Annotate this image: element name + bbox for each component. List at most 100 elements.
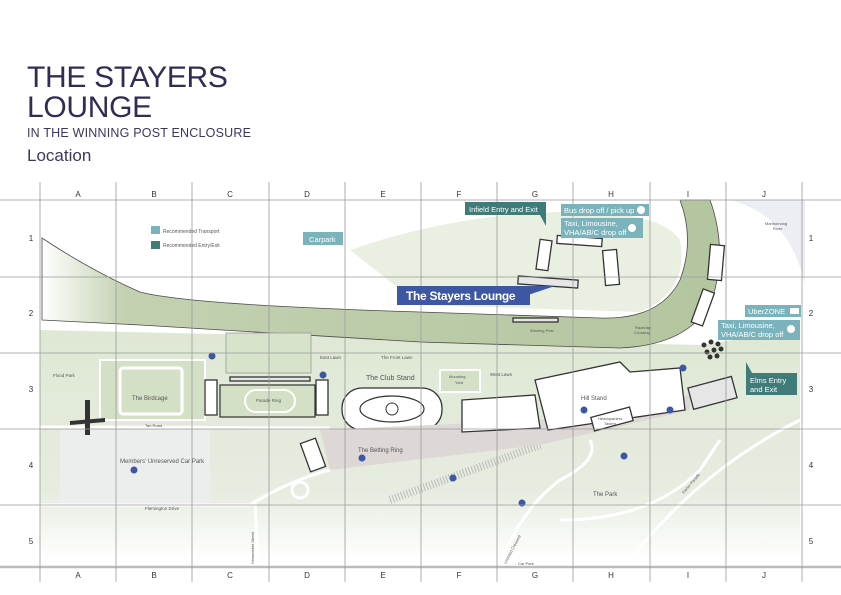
row-labels-right: 1 2 3 4 5 <box>809 234 814 546</box>
svg-text:The Birdcage: The Birdcage <box>132 396 168 402</box>
svg-text:2: 2 <box>809 309 814 318</box>
svg-text:Flemington Drive: Flemington Drive <box>145 506 180 511</box>
wheelchair-icon <box>580 406 588 414</box>
svg-text:D: D <box>304 571 310 580</box>
svg-text:D: D <box>304 190 310 199</box>
svg-text:Headquarters: Headquarters <box>598 416 622 421</box>
title-line-1: THE STAYERS <box>27 61 228 94</box>
building-parade-stalls <box>315 379 329 416</box>
svg-text:H: H <box>608 190 614 199</box>
svg-text:J: J <box>762 571 766 580</box>
svg-text:Maribyrnong: Maribyrnong <box>765 221 787 226</box>
river-bank <box>730 200 805 285</box>
svg-text:Bus drop off / pick up: Bus drop off / pick up <box>564 206 634 215</box>
svg-text:Crossing: Crossing <box>634 330 650 335</box>
svg-text:1: 1 <box>29 234 34 243</box>
parade-ring <box>244 389 296 413</box>
svg-text:3: 3 <box>809 385 814 394</box>
column-labels-top: A B C D E F G H I J <box>75 190 766 199</box>
callout-elms-entry: Elms Entry and Exit <box>746 362 797 395</box>
grid-lines <box>0 182 841 582</box>
road-fisher <box>628 418 801 561</box>
svg-text:G: G <box>532 571 538 580</box>
svg-text:Taxi, Limousine,: Taxi, Limousine, <box>721 321 775 330</box>
callout-infield-entry: Infield Entry and Exit <box>465 202 546 226</box>
stayers-lounge-marquee <box>517 275 579 289</box>
wheelchair-icon <box>319 371 327 379</box>
svg-text:Yard: Yard <box>455 380 463 385</box>
wheelchair-icon <box>449 474 457 482</box>
svg-text:Raceday: Raceday <box>635 325 651 330</box>
taxi-icon <box>787 325 795 333</box>
svg-text:Parade Ring: Parade Ring <box>256 398 282 403</box>
building-birdcage-stalls <box>204 379 218 416</box>
wheelchair-icon <box>679 364 687 372</box>
svg-text:B: B <box>151 571 156 580</box>
svg-text:J: J <box>762 190 766 199</box>
uber-icon <box>790 308 799 314</box>
marquee-4 <box>706 243 726 282</box>
winning-post-structure <box>512 317 559 323</box>
svg-text:4: 4 <box>29 461 34 470</box>
svg-text:The Park: The Park <box>593 492 618 498</box>
svg-text:E: E <box>380 190 385 199</box>
svg-text:and Exit: and Exit <box>750 385 778 394</box>
mounting-yard <box>439 369 481 393</box>
column-labels-bottom: A B C D E F G H I J <box>75 571 766 580</box>
svg-text:4: 4 <box>809 461 814 470</box>
svg-text:5: 5 <box>29 537 34 546</box>
marquee-1 <box>535 238 553 272</box>
wheelchair-icon <box>358 454 366 462</box>
legend: Recommended Transport Recommended Entry/… <box>151 226 220 249</box>
svg-text:Elms Entry: Elms Entry <box>750 376 787 385</box>
svg-text:VHA/AB/C drop off: VHA/AB/C drop off <box>721 330 784 339</box>
stayers-lounge-building <box>461 394 541 433</box>
svg-text:E: E <box>380 571 385 580</box>
svg-text:Hill Stand: Hill Stand <box>581 396 607 402</box>
callout-stayers-lounge[interactable]: The Stayers Lounge <box>397 286 555 305</box>
svg-text:C: C <box>227 190 233 199</box>
svg-text:A: A <box>75 571 81 580</box>
svg-text:5: 5 <box>809 537 814 546</box>
bus-icon <box>637 206 645 214</box>
svg-text:F: F <box>457 571 462 580</box>
wheelchair-icon <box>130 466 138 474</box>
road-newmarket <box>253 499 260 566</box>
callout-taxi-right: Taxi, Limousine, VHA/AB/C drop off <box>718 320 800 340</box>
aircraft-sculpture <box>70 400 105 435</box>
building-elms <box>687 375 738 411</box>
svg-text:East Lawn: East Lawn <box>320 355 342 360</box>
svg-text:Members' Unreserved Car Park: Members' Unreserved Car Park <box>120 459 205 465</box>
svg-text:The Club Stand: The Club Stand <box>366 375 415 382</box>
svg-text:I: I <box>687 571 689 580</box>
svg-text:Winning Post: Winning Post <box>530 328 554 333</box>
road-tan <box>39 425 331 430</box>
marquee-5 <box>690 288 716 327</box>
callout-carpark: Carpark <box>303 232 343 245</box>
svg-text:The Betting Ring: The Betting Ring <box>358 448 403 454</box>
title-line-2: LOUNGE <box>27 91 152 124</box>
svg-text:Car Park: Car Park <box>518 561 534 566</box>
road-flemington <box>40 468 331 507</box>
svg-text:VHA/AB/C drop off: VHA/AB/C drop off <box>564 228 627 237</box>
svg-text:Taxi, Limousine,: Taxi, Limousine, <box>564 219 618 228</box>
club-stand-inner <box>359 395 425 423</box>
svg-text:2: 2 <box>29 309 34 318</box>
legend-swatch-entry <box>151 241 160 249</box>
svg-text:The Front Lawn: The Front Lawn <box>381 355 413 360</box>
subtitle: IN THE WINNING POST ENCLOSURE <box>27 126 252 140</box>
roundabout <box>290 480 310 500</box>
svg-text:Tavern: Tavern <box>604 421 616 426</box>
place-labels: Flood Park The Birdcage Parade Ring East… <box>53 221 787 566</box>
svg-text:H: H <box>608 571 614 580</box>
club-stand-centre <box>385 402 399 416</box>
svg-text:3: 3 <box>29 385 34 394</box>
svg-text:UberZONE: UberZONE <box>748 307 785 316</box>
svg-text:Mounting: Mounting <box>449 374 465 379</box>
svg-text:The Stayers Lounge: The Stayers Lounge <box>406 289 516 303</box>
svg-text:B: B <box>151 190 156 199</box>
callout-uberzone: UberZONE <box>745 305 801 317</box>
wheelchair-icon <box>666 406 674 414</box>
road-leonard <box>498 439 594 566</box>
